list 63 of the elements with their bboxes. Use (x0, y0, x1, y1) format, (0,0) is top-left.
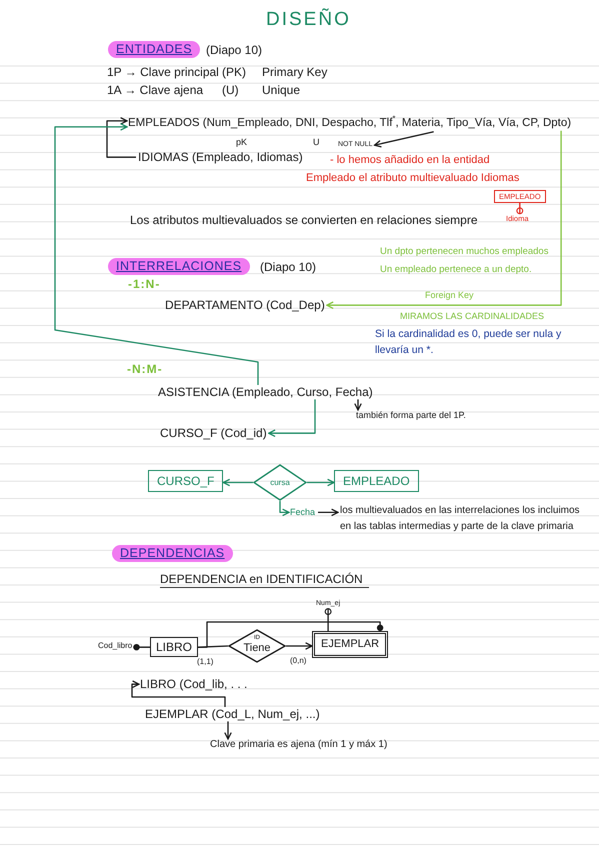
arrow (279, 501, 290, 516)
arrow (318, 508, 339, 516)
arrow (54, 123, 259, 385)
section-heading: ENTIDADES (108, 41, 200, 58)
note-text: MIRAMOS LAS CARDINALIDADES (400, 311, 544, 322)
attribute-text: Fecha (290, 507, 316, 518)
arrow (222, 478, 253, 486)
page-title: DISEÑO (266, 9, 351, 32)
entity-box: CURSO_F (148, 470, 224, 492)
english-term-text: Unique (262, 83, 300, 98)
arrow (354, 399, 362, 411)
connector-line (133, 644, 150, 650)
note-text: - lo hemos añadido en la entidad Empleado el atributo multievaluado Idiomas (306, 153, 520, 186)
edge-label: (1,1) (197, 657, 214, 667)
arrow (224, 721, 232, 740)
section-heading: DEPENDENCIAS (112, 545, 233, 562)
relationship-diamond (228, 629, 286, 663)
abbreviation-text: (U) (222, 83, 239, 98)
arrow (268, 399, 316, 438)
arrow (326, 130, 562, 310)
relation-schema-text: IDIOMAS (Empleado, Idiomas) (138, 150, 303, 164)
subheading: DEPENDENCIA en IDENTIFICACIÓN (160, 572, 369, 588)
relation-schema-text: CURSO_F (Cod_id) (160, 426, 267, 440)
diamond-label: cursa (270, 478, 290, 486)
connector-line (198, 621, 384, 648)
key-marker-text: U (313, 137, 320, 148)
definition-text: 1P → Clave principal (107, 65, 219, 80)
cardinality-heading: -N:M- (127, 362, 163, 376)
relation-schema-text: DEPARTAMENTO (Cod_Dep) (165, 298, 325, 312)
slide-reference: (Diapo 10) (260, 260, 316, 274)
edge-label: Foreign Key (425, 290, 474, 301)
note-text: también forma parte del 1P. (356, 410, 466, 421)
connector-line (324, 608, 332, 631)
section-heading: INTERRELACIONES (108, 258, 250, 275)
relationship-diamond (253, 464, 307, 501)
note-text: Los atributos multievaluados se convierten en relaciones siempre (130, 213, 478, 228)
abbreviation-text: (PK) (222, 65, 246, 80)
note-text: Un empleado pertenece a un depto. (380, 264, 532, 276)
weak-entity-box: EJEMPLAR (312, 631, 388, 658)
arrow (307, 478, 335, 486)
relation-schema-text: LIBRO (Cod_lib, . . . (140, 677, 248, 692)
diamond-label: Tiene (243, 642, 271, 654)
note-text: los multievaluados en las interrelaciones los incluimos en las tablas intermedias y parte de la clave primaria (340, 503, 585, 535)
entity-box: EMPLEADO (334, 470, 419, 492)
relation-schema-text: EMPLEADOS (Num_Empleado, DNI, Despacho, Tlf$^{*}$, Materia, Tipo_Vía, Vía, CP, Dpto) (128, 117, 572, 131)
arrow (131, 680, 226, 707)
note-text: Si la cardinalidad es 0, puede ser nula y llevaría un *. (375, 327, 562, 358)
note-text: Clave primaria es ajena (mín 1 y máx 1) (210, 739, 388, 751)
relation-schema-text: ASISTENCIA (Empleado, Curso, Fecha) (158, 385, 373, 400)
connector-line (516, 203, 524, 214)
arrow (106, 117, 136, 158)
arrow (286, 642, 313, 650)
definition-text: 1A → Clave ajena (107, 83, 204, 98)
attribute-text: Cod_libro (98, 641, 132, 651)
edge-label: (0,n) (290, 656, 306, 666)
entity-box: LIBRO (150, 637, 198, 658)
key-marker-text: pK (236, 137, 248, 148)
cardinality-heading: -1:N- (128, 277, 160, 292)
relation-schema-text: EJEMPLAR (Cod_L, Num_ej, ...) (145, 707, 320, 722)
slide-reference: (Diapo 10) (206, 43, 262, 58)
english-term-text: Primary Key (262, 65, 328, 80)
note-text: Un dpto pertenecen muchos empleados (380, 246, 548, 258)
arrow (374, 131, 434, 148)
